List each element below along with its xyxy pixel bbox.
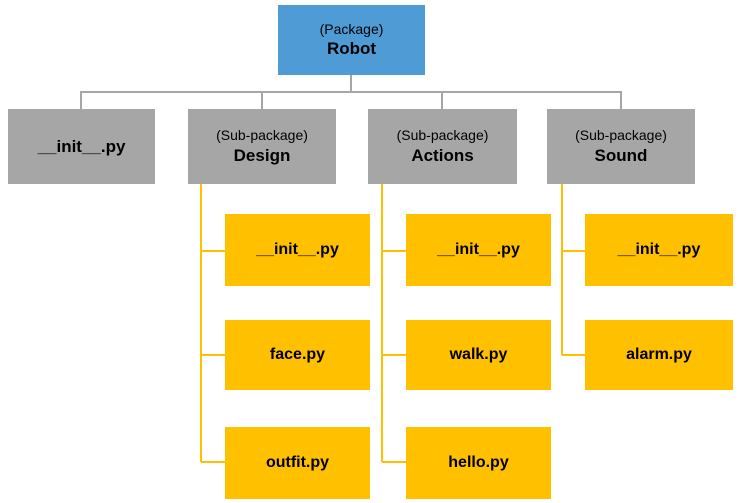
file-box-sound-init: __init__.py [585, 214, 733, 286]
file-name: __init__.py [37, 136, 126, 156]
connector-drop-actions [441, 91, 443, 109]
connector-drop-design [261, 91, 263, 109]
package-type-label: (Package) [319, 20, 384, 37]
file-name: hello.py [448, 454, 509, 471]
file-box-design-init: __init__.py [225, 214, 370, 286]
connector-actions-elbow-init [382, 250, 406, 252]
subpackage-box-actions: (Sub-package) Actions [368, 109, 517, 184]
package-box-robot: (Package) Robot [278, 5, 425, 75]
subpackage-name: Actions [411, 145, 474, 165]
file-name: alarm.py [626, 346, 692, 363]
connector-root-horizontal [80, 91, 622, 93]
file-box-design-outfit: outfit.py [225, 427, 370, 499]
file-box-actions-walk: walk.py [406, 320, 551, 390]
file-name: outfit.py [265, 454, 330, 471]
subpackage-name: Sound [594, 145, 648, 165]
file-box-design-face: face.py [225, 320, 370, 390]
subpackage-type-label: (Sub-package) [575, 127, 667, 144]
subpackage-name: Design [233, 145, 291, 165]
file-box-actions-init: __init__.py [406, 214, 551, 286]
connector-drop-init [80, 91, 82, 109]
file-name: __init__.py [617, 241, 701, 258]
connector-root-stem [350, 75, 352, 93]
package-name: Robot [326, 39, 377, 59]
connector-design-elbow-init [201, 250, 225, 252]
file-name: face.py [269, 346, 326, 363]
file-box-sound-alarm: alarm.py [585, 320, 733, 390]
subpackage-type-label: (Sub-package) [216, 127, 308, 144]
file-box-actions-hello: hello.py [406, 427, 551, 499]
connector-design-elbow-face [201, 354, 225, 356]
connector-sound-elbow-init [562, 250, 585, 252]
connector-sound-vertical [561, 184, 563, 355]
file-box-root-init: __init__.py [8, 109, 155, 184]
subpackage-box-design: (Sub-package) Design [188, 109, 336, 184]
connector-design-elbow-outfit [201, 461, 225, 463]
connector-actions-vertical [381, 184, 383, 462]
connector-actions-elbow-hello [382, 461, 406, 463]
connector-drop-sound [620, 91, 622, 109]
connector-design-vertical [200, 184, 202, 462]
subpackage-type-label: (Sub-package) [396, 127, 489, 144]
subpackage-box-sound: (Sub-package) Sound [547, 109, 695, 184]
file-name: walk.py [449, 346, 508, 363]
connector-sound-elbow-alarm [562, 354, 585, 356]
file-name: __init__.py [437, 241, 520, 258]
connector-actions-elbow-walk [382, 354, 406, 356]
file-name: __init__.py [256, 241, 339, 258]
